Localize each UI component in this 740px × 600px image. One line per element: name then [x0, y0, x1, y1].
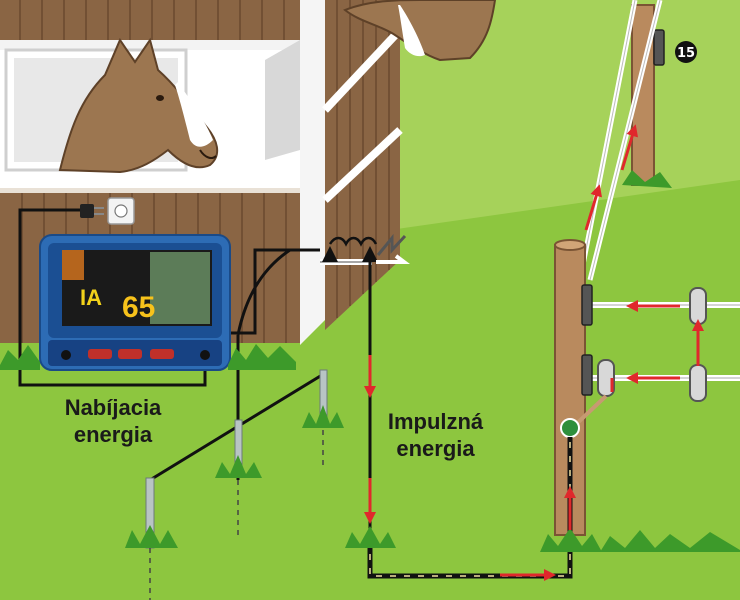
grass-tufts [0, 344, 740, 552]
fence-insulator-icon [581, 354, 593, 396]
wire-connector [560, 418, 580, 438]
power-plug-icon [80, 204, 104, 218]
paddock-wall [322, 0, 497, 330]
charging-energy-label-line1: Nabíjacia [64, 395, 162, 420]
fence-energizer: IA 65 [39, 234, 231, 371]
energizer-terminal [61, 350, 71, 360]
step-badge-number: 15 [677, 46, 695, 61]
charging-wiring [18, 208, 320, 387]
charging-energy-label-line2: energia [73, 422, 153, 447]
charging-energy-label: Nabíjacia energia [38, 394, 188, 448]
energizer-display-photo [150, 252, 210, 324]
step-badge: 15 [675, 41, 697, 63]
energizer-terminal [200, 350, 210, 360]
energizer-display-left: IA [80, 285, 102, 310]
impulse-energy-label-line2: energia [396, 436, 475, 461]
energizer-button [150, 349, 174, 359]
red-arrow-icon [364, 124, 704, 581]
stable-wall-top-planks [0, 0, 300, 40]
stable-window-shadow [265, 40, 300, 160]
horse-head-icon [343, 0, 497, 62]
power-outlet-icon [107, 197, 135, 225]
horse-head-icon [58, 37, 219, 174]
impulse-energy-label-line1: Impulzná [387, 409, 484, 434]
energizer-display-value: 65 [122, 291, 155, 324]
fence-insulator-icon [689, 364, 707, 402]
fence-insulator-icon [581, 284, 593, 326]
stable-corner [300, 0, 325, 345]
stable-top-plank-lines [19, 0, 285, 40]
energizer-button [88, 349, 112, 359]
impulse-energy-label: Impulzná energia [368, 408, 503, 462]
fence-insulator-icon [689, 287, 707, 325]
energizer-button [118, 349, 142, 359]
fence-far [577, 0, 672, 281]
lightning-diverter-icon [320, 233, 410, 265]
stable-lower-trim [0, 188, 300, 193]
